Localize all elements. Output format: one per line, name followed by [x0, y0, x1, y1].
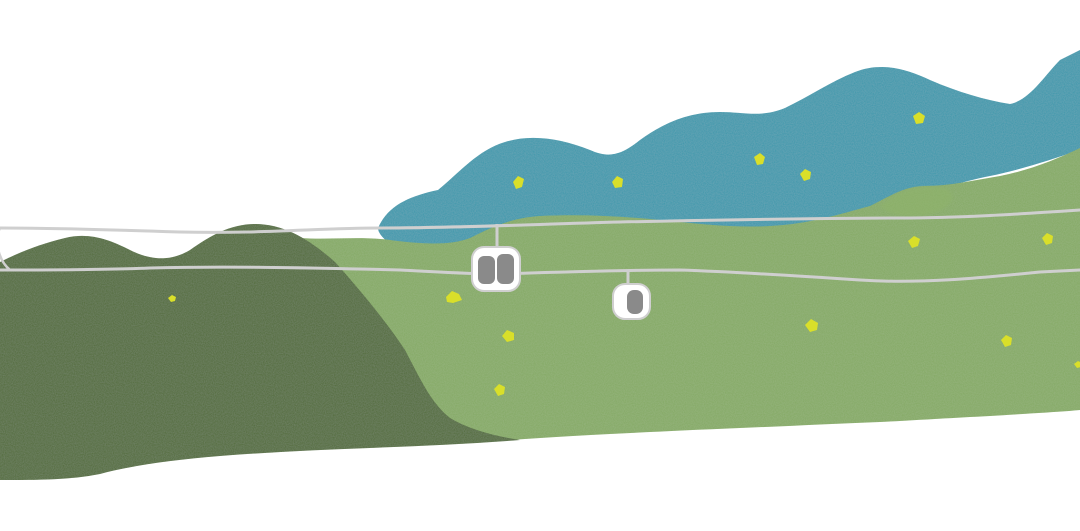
upper-cable [0, 208, 1080, 234]
flower [908, 236, 920, 248]
flowers [168, 112, 1080, 396]
flower [805, 319, 818, 332]
gondola-right [612, 270, 651, 320]
flower [1001, 335, 1012, 347]
cable-loop [0, 226, 12, 272]
flower [612, 176, 623, 188]
gondola-left-window-2 [497, 254, 514, 284]
far-mountains [378, 50, 1080, 262]
hill-highlight [880, 186, 953, 216]
dark-green-hill [0, 224, 520, 480]
flower [494, 384, 505, 396]
light-green-hills [300, 148, 1080, 440]
flower [913, 112, 925, 124]
flower [502, 330, 514, 342]
flower [800, 169, 811, 181]
gondola-left-window-1 [478, 256, 495, 284]
flower [446, 291, 462, 303]
flower [754, 153, 765, 165]
flower [1042, 233, 1053, 245]
flower [1074, 361, 1080, 368]
gondola-right-window [627, 290, 643, 314]
flower [168, 295, 176, 302]
gondola-left [471, 224, 521, 292]
flower [513, 176, 524, 189]
